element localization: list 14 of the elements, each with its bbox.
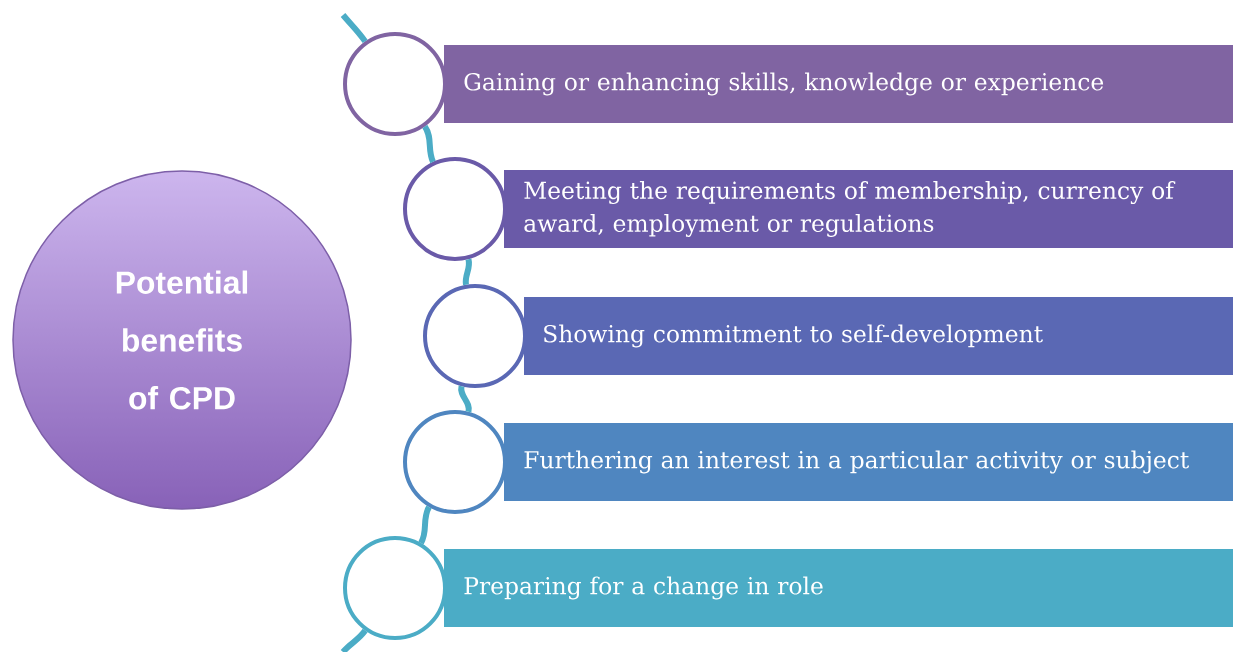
text-bar: Furthering an interest in a particular activity or subject [504,423,1233,501]
text-bar: Showing commitment to self-development [524,297,1233,375]
circle-marker [403,410,507,514]
circle-marker [343,536,447,640]
text-bar: Meeting the requirements of membership, currency of award, employment or regulations [504,170,1233,248]
text-bar: Gaining or enhancing skills, knowledge or experience [444,45,1233,123]
timeline-line [462,258,472,286]
text-bar: Preparing for a change in role [444,549,1233,627]
timeline-line [458,385,472,413]
circle-marker [423,284,527,388]
circle-marker [343,32,447,136]
circle-marker [403,157,507,261]
timeline-line [418,505,432,545]
timeline-line [422,125,436,163]
